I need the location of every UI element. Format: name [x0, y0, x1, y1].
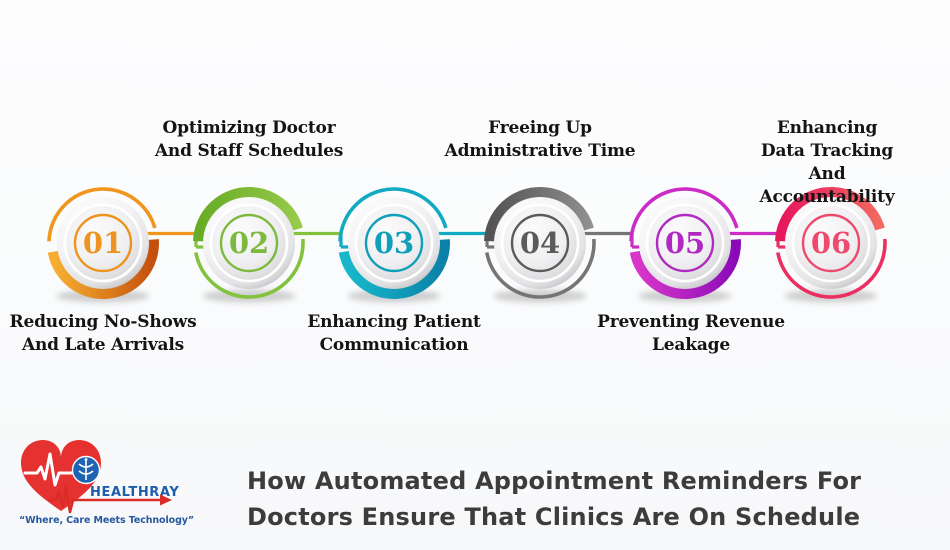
step-label-03: Enhancing Patient Communication: [307, 312, 481, 355]
step-circle-05: 05: [629, 187, 741, 303]
ring-thin-arc: [193, 187, 305, 299]
accent-ring: [364, 213, 424, 273]
step-circle-02: 02: [193, 187, 305, 303]
healthray-logo: HEALTHRAY “Where, Care Meets Technology”: [19, 440, 194, 526]
logo-wordmark: HEALTHRAY: [90, 485, 179, 500]
step-label-06: Enhancing Data Tracking And Accountabili…: [759, 118, 895, 207]
caduceus-icon: [78, 458, 94, 480]
step-circle-04: 04: [484, 187, 596, 303]
accent-ring: [219, 213, 279, 273]
step-label-01: Reducing No-Shows And Late Arrivals: [9, 312, 197, 355]
accent-ring: [655, 213, 715, 273]
arrow-ekg-icon: [49, 485, 172, 514]
ekg-line-icon: [23, 452, 76, 487]
ring-thick-arc: [629, 187, 741, 299]
step-number: 02: [229, 226, 269, 260]
step-label-02: Optimizing Doctor And Staff Schedules: [154, 118, 344, 161]
step-label-05: Preventing Revenue Leakage: [597, 312, 785, 355]
ring-thin-arc: [484, 187, 596, 299]
accent-ring: [801, 213, 861, 273]
logo-tagline: “Where, Care Meets Technology”: [19, 515, 194, 526]
step-label-04: Freeing Up Administrative Time: [444, 118, 636, 161]
step-number: 01: [83, 226, 123, 260]
step-number: 04: [520, 226, 560, 260]
step-number: 06: [811, 226, 851, 260]
ring-thick-arc: [47, 187, 159, 299]
step-circle-03: 03: [338, 187, 450, 303]
ring-thin-arc: [775, 187, 887, 299]
accent-ring: [510, 213, 570, 273]
accent-ring: [73, 213, 133, 273]
ring-thick-arc: [338, 187, 450, 299]
step-circle-01: 01: [47, 187, 159, 303]
step-number: 05: [665, 226, 705, 260]
step-number: 03: [374, 226, 414, 260]
infographic-title: How Automated Appointment Reminders For …: [247, 467, 862, 531]
